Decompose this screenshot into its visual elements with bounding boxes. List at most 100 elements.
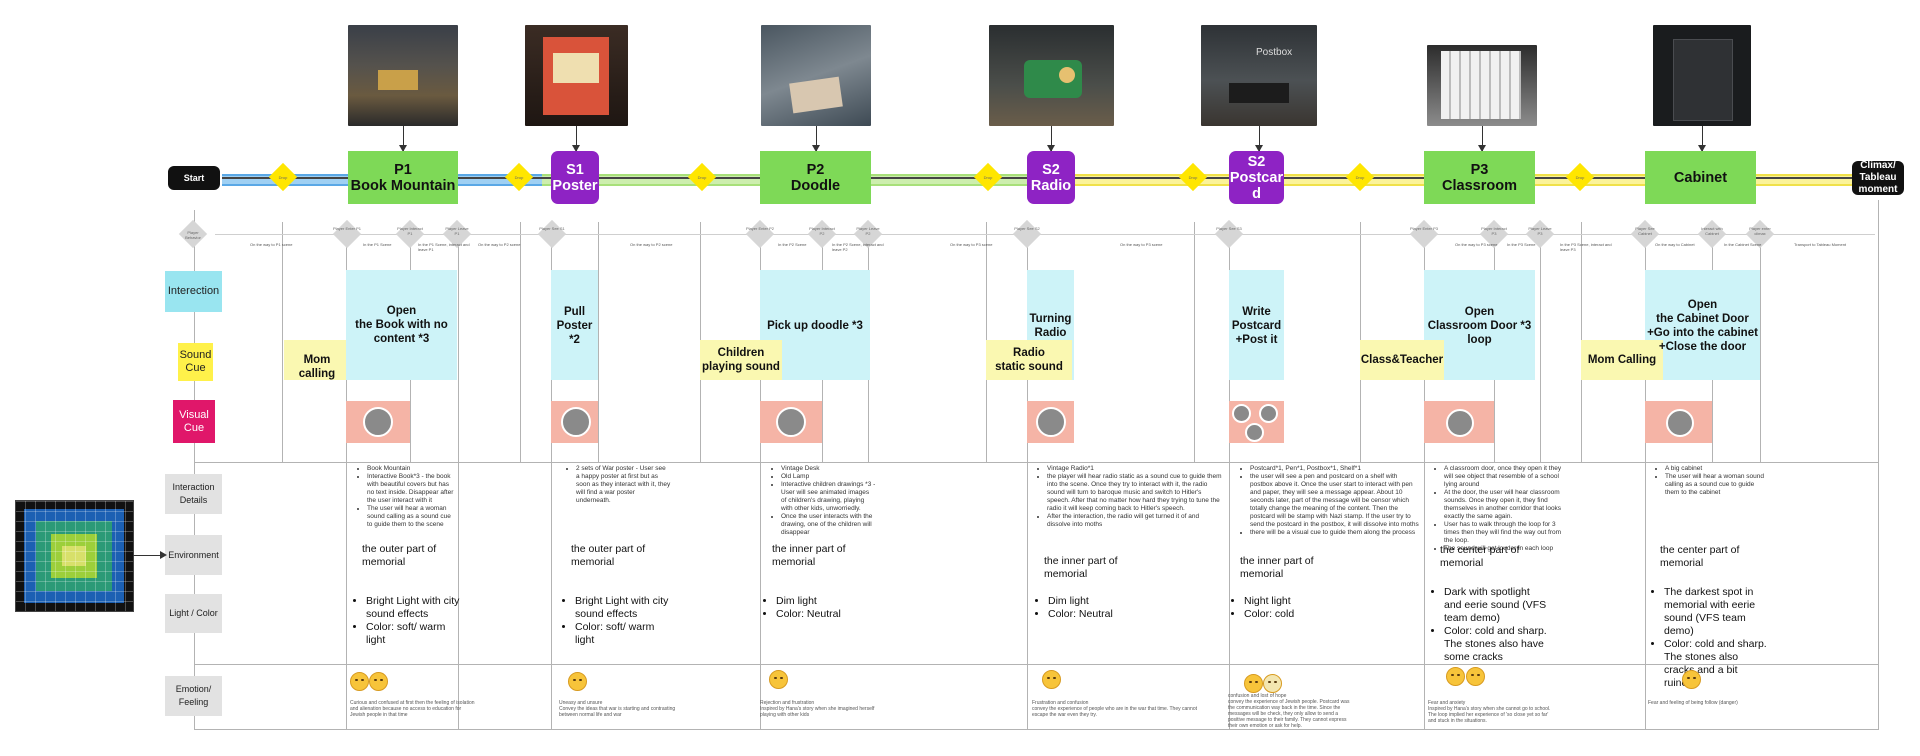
environment-text: the center part of memorial — [1660, 544, 1740, 569]
interaction-box — [346, 270, 457, 380]
doodle-image — [761, 25, 871, 126]
interaction-box — [1229, 270, 1284, 380]
behavior-diamond-label: Player enter climax — [1749, 226, 1771, 236]
arrow-down — [1698, 126, 1706, 152]
detail-item: The user will hear a woman sound calling… — [367, 505, 457, 529]
sound-text: Radio static sound — [995, 347, 1063, 373]
interaction-details: Vintage DeskOld LampInteractive children… — [771, 465, 876, 537]
light-item: Color: Neutral — [776, 608, 874, 621]
sound-text: Class&Teacher — [1360, 354, 1444, 366]
interaction-text-s1: Pull Poster *2 — [556, 306, 593, 346]
visual-cue-icon — [1232, 404, 1251, 423]
grid-line — [1194, 222, 1195, 462]
detail-item: The sound will get louder in each loop — [1444, 545, 1566, 553]
emotion-text: Curious and confused at first then the f… — [350, 700, 475, 718]
behavior-diamond-label: Player Leave P2 — [856, 226, 880, 236]
visual-cue-row-label: Visual Cue — [173, 400, 215, 443]
behavior-diamond-label: Player See S2 — [1014, 226, 1040, 231]
arrow-down — [572, 126, 580, 152]
worried-face-icon — [369, 672, 388, 691]
emotion-text: Rejection and frustration Inspired by Ha… — [760, 700, 875, 718]
visual-cue-icon — [363, 407, 393, 437]
visual-cue-icon — [1245, 423, 1264, 442]
light-color: Dim lightColor: Neutral — [764, 595, 874, 621]
way-label: On the way to P3 scene — [1120, 242, 1163, 247]
sound-text: Mom Calling — [1587, 354, 1657, 366]
interaction-details: Book MountainInteractive Book*3 - the bo… — [357, 465, 457, 529]
sound-cue-box — [986, 340, 1072, 380]
interaction-row-label: Interection — [165, 271, 222, 312]
interaction-box — [1645, 270, 1760, 380]
book-mountain-image — [348, 25, 458, 126]
way-label: In the Cabinet Scene — [1724, 242, 1762, 247]
interaction-text-p3: Open Classroom Door *3 loop — [1427, 306, 1532, 346]
visual-cue-icon — [1446, 409, 1474, 437]
detail-item: the user will see a pen and postcard on … — [1250, 473, 1420, 529]
arrow-down — [1255, 126, 1263, 152]
detail-item: The user will hear a woman sound calling… — [1665, 473, 1770, 497]
behavior-diamond-label: Player Enter P1 — [333, 226, 362, 231]
anxious-face-icon — [1466, 667, 1485, 686]
detail-item: Postcard*1, Pen*1, Postbox*1, Shelf*1 — [1250, 465, 1420, 473]
behavior-diamond-label: Player See Cabinet — [1635, 226, 1655, 236]
grid-line — [194, 210, 195, 730]
behavior-diamond — [1409, 219, 1439, 249]
fearful-face-icon — [1446, 667, 1465, 686]
s2-radio-node: S2 Radio — [1027, 151, 1075, 204]
behavior-diamond — [332, 219, 362, 249]
light-item: Color: cold and sharp. The stones also c… — [1664, 638, 1767, 690]
grid-line — [760, 222, 761, 730]
grid-line — [194, 729, 1878, 730]
scared-face-icon — [1682, 670, 1701, 689]
visual-cue-icon — [1259, 404, 1278, 423]
interaction-text-s2: Turning Radio — [1029, 313, 1072, 339]
sound-cue-box — [1581, 340, 1663, 380]
detail-item: 2 sets of War poster - User see a happy … — [576, 465, 671, 505]
light-item: Dim light — [776, 595, 874, 608]
way-label: Transport to Tableau Moment — [1794, 242, 1847, 247]
detail-item: After the interaction, the radio will ge… — [1047, 513, 1222, 529]
interaction-text-p1: Open the Book with no content *3 — [355, 305, 448, 345]
environment-text: the inner part of memorial — [772, 543, 846, 568]
way-label: On the way to P3 scene — [950, 242, 993, 247]
detail-item: User has to walk through the loop for 3 … — [1444, 521, 1566, 545]
climax-node: Climax/ Tableau moment — [1852, 160, 1904, 195]
sound-cue-row-label: Sound Cue — [178, 343, 213, 381]
light-item: The darkest spot in memorial with eerie … — [1664, 586, 1767, 638]
drop-label: Drop — [514, 175, 524, 180]
behavior-diamond-label: Interact with Cabinet — [1701, 226, 1723, 236]
sound-cue-box — [700, 340, 782, 380]
way-label: On the way to P2 scene — [630, 242, 673, 247]
cabinet-node: Cabinet — [1645, 151, 1756, 204]
light-item: Bright Light with city sound effects — [366, 595, 464, 621]
interaction-details: Postcard*1, Pen*1, Postbox*1, Shelf*1the… — [1240, 465, 1420, 537]
grid-line — [1424, 222, 1425, 730]
environment-text: the center part of memorial — [1440, 544, 1520, 569]
detail-item: At the door, the user will hear classroo… — [1444, 489, 1566, 521]
cabinet-image — [1653, 25, 1751, 126]
light-item: Night light — [1244, 595, 1342, 608]
behavior-diamond-label: Player See S1 — [539, 226, 565, 231]
visual-cue-icon — [561, 407, 591, 437]
grid-line — [1645, 222, 1646, 730]
light-color: Bright Light with city sound effectsColo… — [354, 595, 464, 647]
detail-item: Vintage Radio*1 — [1047, 465, 1222, 473]
neutral-face-icon — [1263, 674, 1282, 693]
sound-text: Children playing sound — [702, 347, 780, 373]
crying-face-icon — [769, 670, 788, 689]
detail-item: there will be a visual cue to guide them… — [1250, 529, 1420, 537]
behavior-diamond — [1214, 219, 1244, 249]
light-color: Bright Light with city sound effectsColo… — [563, 595, 673, 647]
emotion-text: Uneasy and unsure Convey the ideas that … — [559, 700, 676, 718]
light-color: Dim lightColor: Neutral — [1036, 595, 1146, 621]
behavior-diamond — [537, 219, 567, 249]
behavior-diamond-label: Player Leave P3 — [1528, 226, 1552, 236]
arrow-down — [399, 126, 407, 152]
behavior-diamond-label: Player Enter P3 — [1410, 226, 1439, 231]
drop-label: Drop — [1575, 175, 1585, 180]
light-color-row-label: Light / Color — [165, 594, 222, 633]
behavior-diamond-label: Player Interact P1 — [397, 226, 423, 236]
light-item: Bright Light with city sound effects — [575, 595, 673, 621]
p1-book-mountain-node: P1 Book Mountain — [348, 151, 458, 204]
grid-line — [282, 222, 283, 462]
